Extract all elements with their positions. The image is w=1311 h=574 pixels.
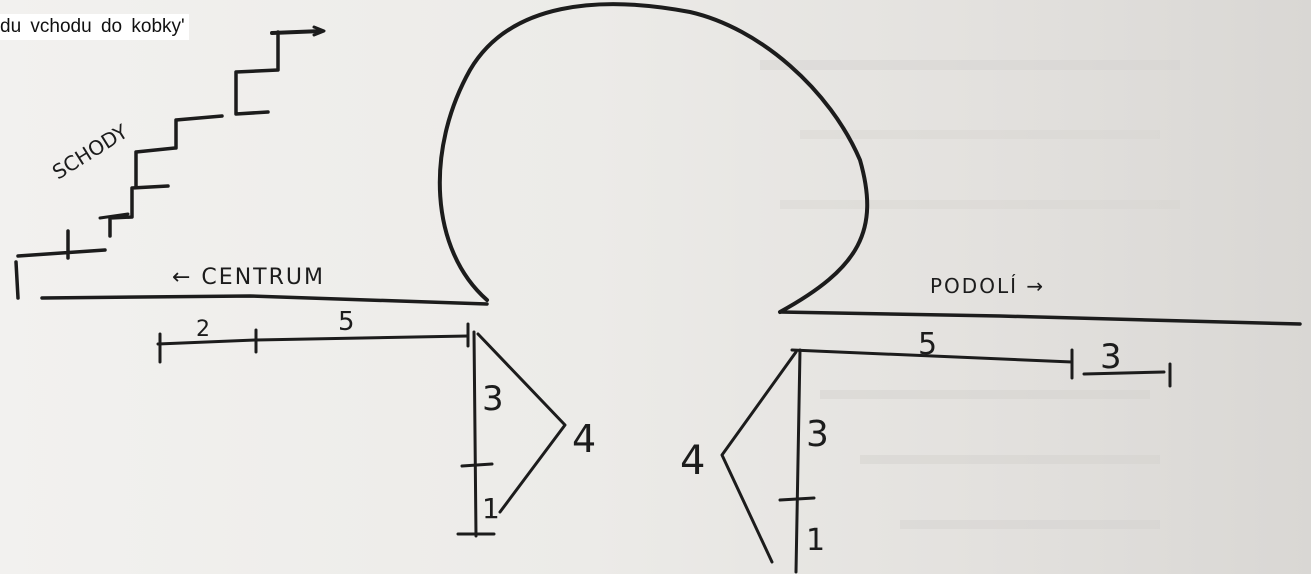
right-length-5: 5 [918, 327, 937, 362]
podoli-direction-label: PODOLÍ → [930, 274, 1045, 298]
staircase-drawing [14, 30, 280, 300]
bleed-through-texture [760, 60, 1180, 529]
right-measurements [720, 348, 1172, 574]
left-measurements [156, 322, 567, 538]
left-height-3: 3 [482, 379, 504, 419]
right-length-3: 3 [1100, 337, 1122, 377]
right-height-1: 1 [806, 523, 825, 558]
street-lines [40, 294, 1302, 326]
stairs-label: SCHODY [48, 119, 133, 184]
left-length-2: 2 [196, 317, 210, 342]
left-length-5: 5 [338, 307, 355, 337]
right-diagonal-4: 4 [680, 438, 705, 484]
sketch-caption: du vchodu do kobky' [0, 14, 189, 40]
caption-arrow [270, 25, 326, 37]
left-height-1: 1 [482, 492, 500, 525]
rotunda-outline [437, 2, 870, 314]
right-height-3: 3 [806, 414, 829, 455]
centrum-direction-label: ← CENTRUM [172, 265, 325, 290]
left-diagonal-4: 4 [572, 417, 596, 461]
